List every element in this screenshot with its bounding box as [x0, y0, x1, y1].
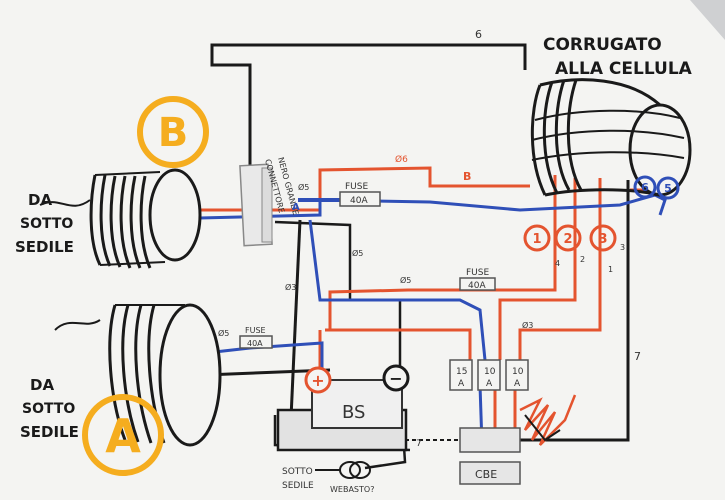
wire-label-phi5: Ø5	[298, 182, 309, 192]
battery-minus: −	[389, 369, 402, 388]
blue-circle-5	[656, 176, 680, 200]
wire-red-battery	[325, 328, 472, 360]
wire-label-seven: 7	[634, 350, 641, 363]
fuse-left-rating: 40A	[247, 339, 263, 348]
black-scribble	[524, 414, 561, 442]
webasto-coil	[315, 461, 371, 479]
cbe-fuse-1-top: 15	[456, 367, 467, 377]
wire-label-seven-b: 7	[416, 439, 422, 449]
bottom-left-label-2: SOTTO	[22, 401, 75, 417]
fuse-top-label: FUSE	[345, 182, 368, 192]
wire-label-b: B	[463, 170, 471, 183]
blue-circle-6-label: 6	[641, 181, 649, 194]
wire-label-n1: 1	[608, 265, 613, 274]
red-scribble	[519, 394, 577, 446]
battery-label: BS	[342, 402, 365, 423]
badge-b-circle	[137, 96, 209, 168]
cbe-fuse-3-top: 10	[512, 367, 524, 377]
cbe-fuse-2-top: 10	[484, 367, 496, 377]
wire-red-3	[518, 178, 602, 360]
red-circle-1	[523, 224, 551, 252]
wire-label-phi3-b: Ø3	[522, 320, 533, 330]
battery	[276, 364, 410, 452]
fuse-mid	[459, 277, 496, 291]
top-left-label-3: SEDILE	[15, 238, 74, 256]
cbe-fuse-3-bottom: A	[514, 379, 521, 389]
bottom-left-label-3: SEDILE	[20, 423, 79, 441]
bottom-left-bundle	[54, 303, 222, 447]
fuse-mid-rating: 40A	[468, 281, 486, 291]
cbe-fuse-2-bottom: A	[486, 379, 493, 389]
wire-label-phi3: Ø3	[285, 282, 296, 292]
wire-blue-right	[654, 193, 667, 216]
bottom-label-2: SEDILE	[282, 481, 314, 491]
wire-label-n4: 4	[555, 259, 560, 268]
red-circles	[523, 224, 617, 252]
wire-seven	[520, 180, 630, 442]
wire-label-n3: 3	[620, 243, 625, 252]
red-circle-3-label: 3	[598, 232, 607, 247]
red-circle-3	[589, 224, 617, 252]
wire-black-vertical	[288, 219, 302, 441]
red-circle-1-label: 1	[532, 232, 541, 247]
title-line-2: ALLA CELLULA	[555, 59, 693, 79]
fuse-left-label: FUSE	[245, 326, 266, 335]
fuse-mid-label: FUSE	[466, 268, 489, 278]
badge-a-label: A	[105, 409, 141, 463]
blue-circle-5-label: 5	[664, 182, 672, 195]
wire-six-loop	[210, 43, 527, 205]
cbe-label: CBE	[475, 468, 497, 481]
wire-label-n2: 2	[580, 255, 585, 264]
bottom-label-1: SOTTO	[282, 467, 313, 477]
top-left-label-1: DA	[28, 191, 52, 209]
top-left-label-2: SOTTO	[20, 216, 73, 232]
fuse-left	[239, 335, 273, 349]
red-circle-2-label: 2	[563, 232, 572, 247]
cbe-fuse-1-bottom: A	[458, 379, 465, 389]
wire-label-a: A	[292, 202, 300, 213]
bottom-left-label-1: DA	[30, 376, 54, 394]
wire-red-b	[200, 166, 530, 212]
wire-blue-mid	[308, 219, 487, 361]
wire-label-six: 6	[475, 28, 482, 41]
fuse-top	[339, 191, 381, 207]
wire-red-1	[328, 175, 557, 330]
webasto-label: WEBASTO?	[330, 485, 374, 494]
cbe-fuse-block	[449, 359, 529, 485]
wire-label-phi5-vert: Ø5	[352, 248, 363, 258]
badge-b-label: B	[158, 110, 189, 156]
battery-plus: +	[311, 371, 324, 390]
top-left-bundle	[39, 168, 202, 269]
wire-label-phi5-mid: Ø5	[400, 275, 411, 285]
fuse-top-rating: 40A	[350, 196, 368, 206]
black-connector	[239, 163, 273, 247]
title-line-1: CORRUGATO	[543, 35, 662, 55]
corrugated-tube	[530, 78, 692, 197]
badge-a-circle	[82, 394, 164, 476]
blue-circles	[633, 175, 680, 200]
wire-label-phi5-left: Ø5	[218, 328, 229, 338]
wire-red-2	[498, 178, 577, 360]
wire-blue-top	[199, 193, 656, 220]
wire-label-phi6: Ø6	[395, 154, 408, 165]
red-circle-2	[554, 224, 582, 252]
blue-circle-6	[633, 175, 657, 199]
